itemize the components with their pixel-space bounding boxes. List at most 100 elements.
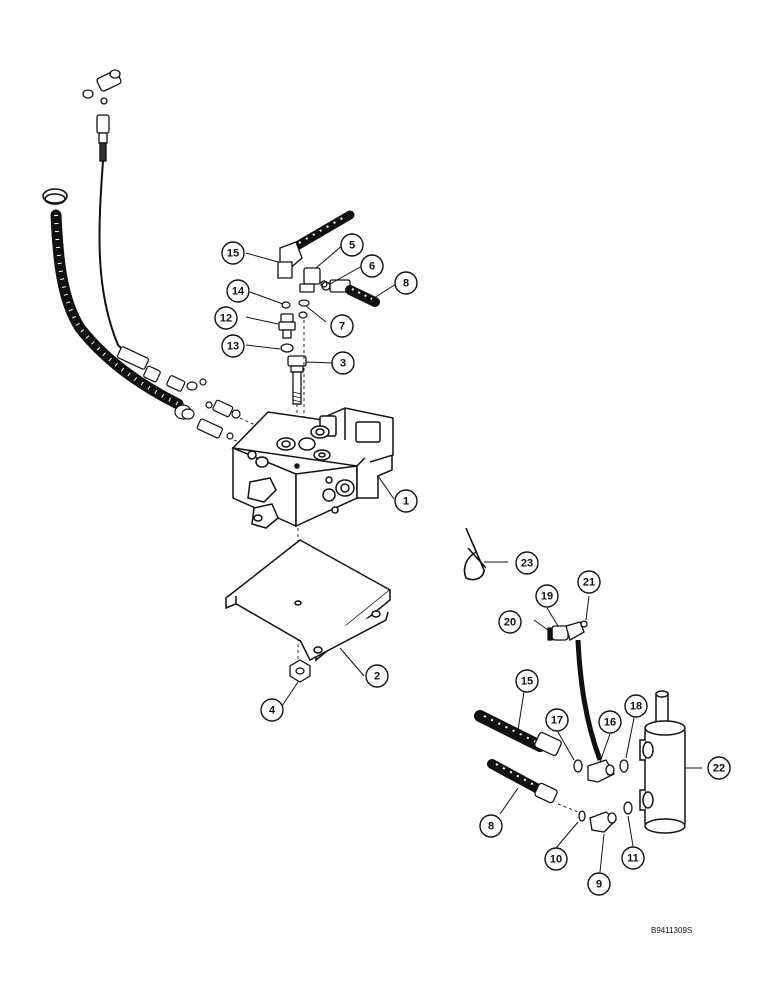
o-ring-13 (280, 343, 294, 353)
callout-11: 11 (621, 846, 645, 870)
callout-circle (360, 254, 384, 278)
callout-label: 17 (551, 715, 563, 727)
callout-label: 2 (374, 671, 380, 683)
callout-label: 18 (630, 701, 642, 713)
top-hose-15 (285, 210, 355, 255)
callout-10: 10 (544, 847, 568, 871)
callout-circle (544, 847, 568, 871)
callout-21: 21 (577, 570, 601, 594)
callout-circle (365, 664, 389, 688)
callout-14: 14 (226, 279, 250, 303)
callout-circle (577, 570, 601, 594)
large-hose (50, 209, 184, 410)
callout-circle (260, 698, 284, 722)
leader-lines (245, 243, 702, 873)
callout-label: 7 (339, 321, 345, 333)
callout-label: 19 (541, 591, 553, 603)
callout-label: 13 (227, 341, 239, 353)
callout-circle (221, 334, 245, 358)
callout-label: 4 (269, 705, 276, 717)
callout-1: 1 (394, 489, 418, 513)
callout-label: 11 (627, 853, 639, 865)
callout-label: 8 (488, 821, 494, 833)
callout-label: 15 (521, 676, 533, 688)
elbow-19 (547, 620, 588, 641)
callout-label: 21 (583, 577, 595, 589)
callout-label: 12 (220, 313, 232, 325)
thin-hose-right (575, 639, 603, 761)
dash-leader-hose8 (557, 803, 579, 813)
callout-15: 15 (515, 669, 539, 693)
callout-label: 14 (232, 286, 245, 298)
callout-circle (624, 694, 648, 718)
hose-fittings-left (116, 346, 241, 440)
callout-label: 5 (349, 240, 355, 252)
callout-23: 23 (515, 551, 539, 575)
callout-circle (621, 846, 645, 870)
callout-circle (226, 279, 250, 303)
callout-label: 23 (521, 558, 533, 570)
callout-20: 20 (498, 610, 522, 634)
clamp-23 (463, 527, 487, 581)
callout-circle (587, 872, 611, 896)
callout-8: 8 (394, 271, 418, 295)
callout-3: 3 (331, 351, 355, 375)
callout-18: 18 (624, 694, 648, 718)
elbow-fitting-15 (277, 241, 303, 279)
callout-6: 6 (360, 254, 384, 278)
callout-circle (535, 584, 559, 608)
o-ring-11 (623, 801, 633, 815)
callout-9: 9 (587, 872, 611, 896)
bolt-3 (287, 355, 307, 405)
callout-13: 13 (221, 334, 245, 358)
callout-2: 2 (365, 664, 389, 688)
hydraulic-cylinder (639, 690, 686, 834)
callout-circle (498, 610, 522, 634)
callout-label: 9 (596, 879, 602, 891)
o-ring-17 (573, 759, 583, 773)
nut-4 (289, 659, 311, 683)
callout-circle (707, 756, 731, 780)
hose-clamp-top (42, 188, 68, 205)
callout-circle (479, 814, 503, 838)
callout-17: 17 (545, 708, 569, 732)
callout-22: 22 (707, 756, 731, 780)
elbow-9 (589, 811, 617, 833)
callout-circle (515, 551, 539, 575)
hose-8-top (329, 279, 380, 307)
callout-label: 10 (550, 854, 562, 866)
o-rings-7-14 (281, 299, 310, 319)
mounting-bracket (224, 539, 392, 662)
callout-15: 15 (221, 241, 245, 265)
elbow-16 (587, 759, 615, 783)
callout-label: 20 (504, 617, 516, 629)
callout-circle (394, 489, 418, 513)
thin-hose (98, 160, 136, 363)
fitting-12 (278, 313, 296, 339)
callout-label: 8 (403, 278, 409, 290)
callout-4: 4 (260, 698, 284, 722)
control-valve-block (231, 407, 394, 529)
hose-8-right (487, 759, 558, 804)
callout-label: 16 (604, 717, 616, 729)
callout-label: 6 (369, 261, 375, 273)
callout-label: 22 (713, 763, 725, 775)
callout-circle (394, 271, 418, 295)
callout-circle (330, 314, 354, 338)
callout-19: 19 (535, 584, 559, 608)
callout-label: 15 (227, 248, 239, 260)
o-ring-10 (578, 810, 586, 822)
callout-circle (598, 710, 622, 734)
callout-7: 7 (330, 314, 354, 338)
callout-16: 16 (598, 710, 622, 734)
o-ring-18 (619, 759, 629, 773)
callout-5: 5 (340, 233, 364, 257)
hose-15-right (474, 710, 562, 756)
callout-8: 8 (479, 814, 503, 838)
callout-12: 12 (214, 306, 238, 330)
upper-tee-fitting (82, 69, 122, 162)
callout-circle (214, 306, 238, 330)
callout-circle (221, 241, 245, 265)
